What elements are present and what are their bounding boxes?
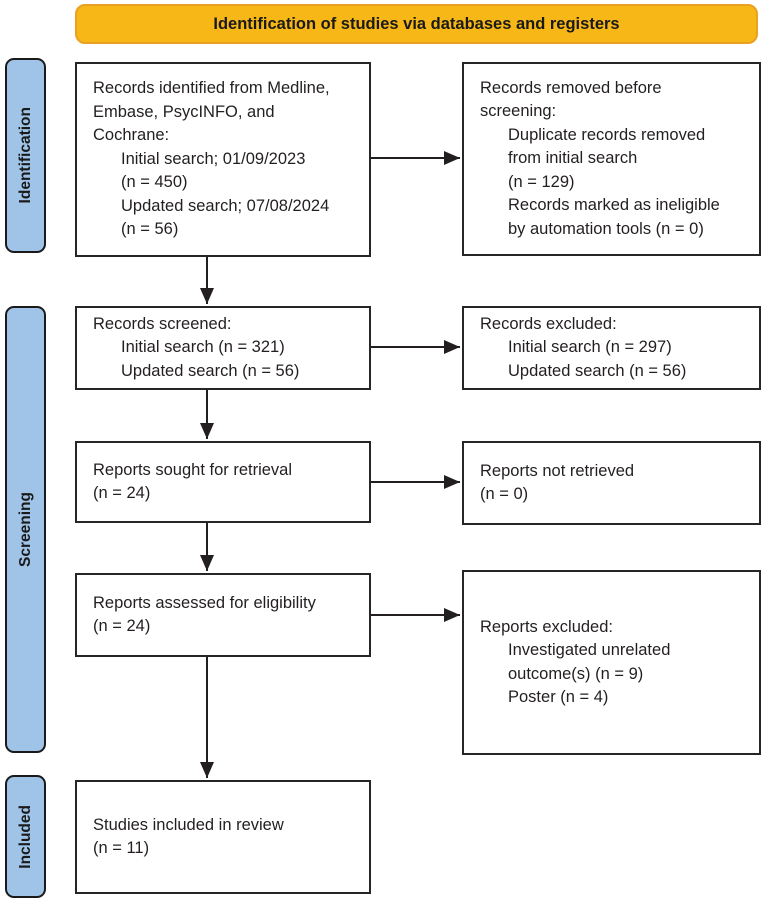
stage-included: Included bbox=[5, 775, 46, 898]
box-text-line: Records identified from Medline, bbox=[93, 79, 330, 98]
box-text-line: Records marked as ineligible bbox=[508, 196, 720, 215]
box-text-line: Initial search (n = 321) bbox=[121, 338, 285, 357]
box-reports-not-retrieved: Reports not retrieved (n = 0) bbox=[462, 441, 761, 525]
box-text-line: by automation tools (n = 0) bbox=[508, 219, 704, 238]
box-text-line: Duplicate records removed bbox=[508, 125, 706, 144]
box-text-line: Records removed before bbox=[480, 78, 662, 97]
stage-screening-label: Screening bbox=[16, 492, 34, 567]
box-text-line: from initial search bbox=[508, 149, 638, 168]
box-text-line: Reports not retrieved bbox=[480, 461, 635, 480]
box-records-excluded: Records excluded: Initial search (n = 297… bbox=[462, 306, 761, 390]
stage-identification: Identification bbox=[5, 58, 46, 253]
box-studies-included: Studies included in review (n = 11) bbox=[75, 780, 371, 894]
box-text-line: outcome(s) (n = 9) bbox=[508, 664, 644, 683]
box-reports-excluded-text: Reports excluded: Investigated unrelated o… bbox=[464, 616, 759, 710]
box-text-line: Reports sought for retrieval bbox=[93, 460, 293, 479]
box-text-line: (n = 56) bbox=[121, 220, 179, 239]
box-text-line: Updated search (n = 56) bbox=[121, 361, 300, 380]
box-text-line: Embase, PsycINFO, and bbox=[93, 102, 275, 121]
box-records-screened-text: Records screened: Initial search (n = 321… bbox=[77, 313, 369, 384]
box-text-line: (n = 450) bbox=[121, 173, 188, 192]
box-text-line: Initial search (n = 297) bbox=[508, 338, 672, 357]
box-text-line: (n = 24) bbox=[93, 484, 151, 502]
box-reports-not-retrieved-text: Reports not retrieved (n = 0) bbox=[464, 460, 759, 507]
box-text-line: Reports excluded: bbox=[480, 617, 613, 636]
box-reports-assessed-text: Reports assessed for eligibility (n = 24) bbox=[77, 592, 369, 639]
box-reports-excluded: Reports excluded: Investigated unrelated o… bbox=[462, 570, 761, 755]
box-records-screened: Records screened: Initial search (n = 321… bbox=[75, 306, 371, 390]
box-text-line: (n = 11) bbox=[93, 839, 150, 857]
box-text-line: Updated search; 07/08/2024 bbox=[121, 196, 330, 215]
box-text-line: Initial search; 01/09/2023 bbox=[121, 149, 306, 168]
box-text-line: Records excluded: bbox=[480, 314, 617, 333]
banner-title: Identification of studies via databases … bbox=[213, 14, 620, 33]
box-records-identified: Records identified from Medline, Embase, … bbox=[75, 62, 371, 257]
box-records-identified-text: Records identified from Medline, Embase, … bbox=[77, 77, 369, 242]
box-text-line: screening: bbox=[480, 102, 557, 121]
box-text-line: Updated search (n = 56) bbox=[508, 361, 687, 380]
box-text-line: (n = 24) bbox=[93, 617, 151, 635]
box-text-line: Studies included in review bbox=[93, 815, 284, 834]
box-text-line: Investigated unrelated bbox=[508, 641, 671, 659]
box-text-line: Cochrane: bbox=[93, 126, 170, 145]
box-records-excluded-text: Records excluded: Initial search (n = 297… bbox=[464, 313, 759, 384]
stage-identification-label: Identification bbox=[16, 107, 34, 204]
stage-included-label: Included bbox=[16, 804, 34, 869]
box-reports-sought: Reports sought for retrieval (n = 24) bbox=[75, 441, 371, 523]
box-reports-assessed: Reports assessed for eligibility (n = 24) bbox=[75, 573, 371, 657]
box-text-line: (n = 129) bbox=[508, 172, 575, 191]
box-text-line: Reports assessed for eligibility bbox=[93, 593, 316, 612]
stage-screening: Screening bbox=[5, 306, 46, 753]
box-records-removed-text: Records removed before screening: Duplicat… bbox=[464, 77, 759, 242]
box-text-line: Poster (n = 4) bbox=[508, 688, 609, 706]
box-text-line: (n = 0) bbox=[480, 485, 529, 503]
box-text-line: Records screened: bbox=[93, 314, 232, 333]
banner-databases-registers: Identification of studies via databases … bbox=[75, 4, 758, 44]
box-reports-sought-text: Reports sought for retrieval (n = 24) bbox=[77, 459, 369, 506]
box-records-removed: Records removed before screening: Duplicat… bbox=[462, 62, 761, 256]
box-studies-included-text: Studies included in review (n = 11) bbox=[77, 814, 369, 861]
